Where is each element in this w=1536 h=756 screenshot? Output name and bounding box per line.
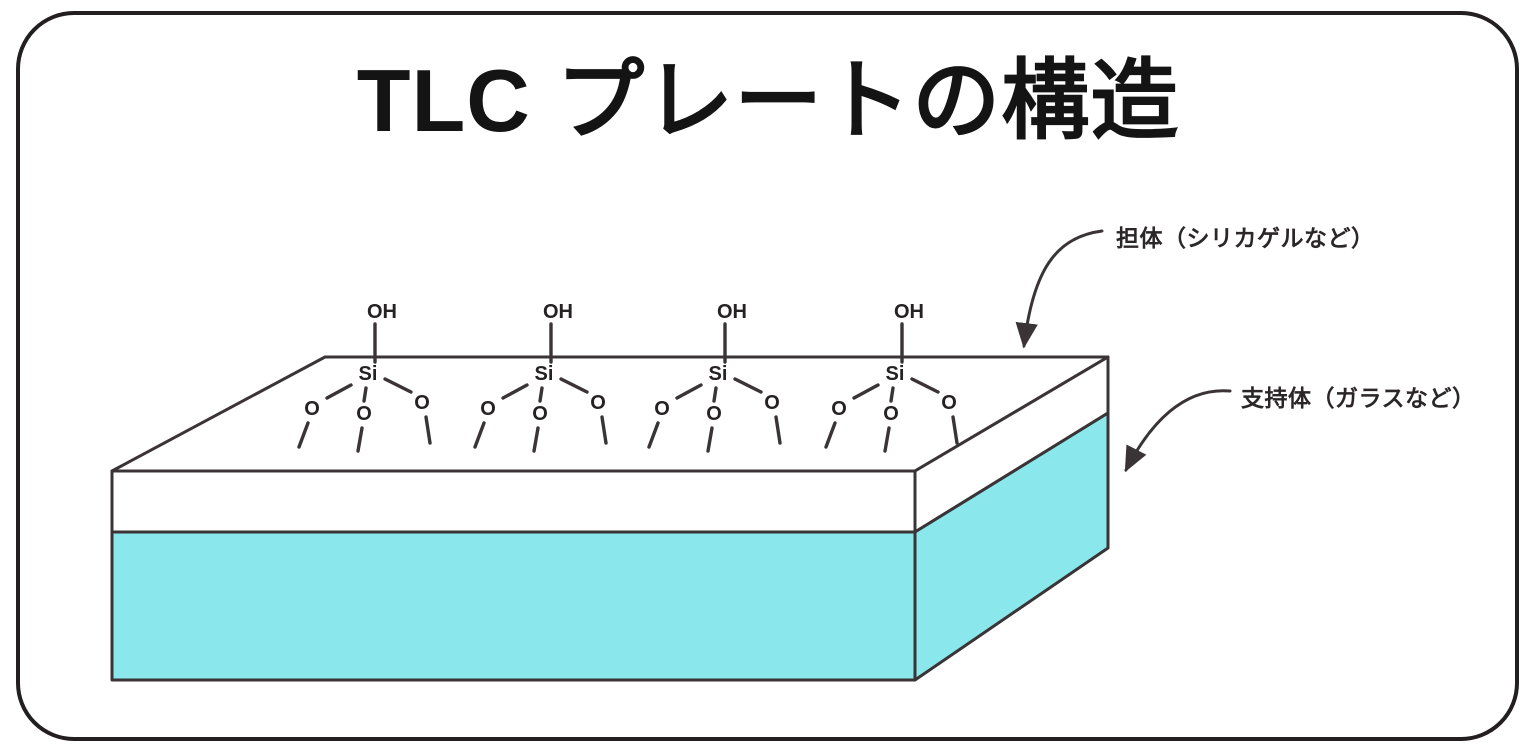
- silanol-group: OH SiO O O: [473, 301, 608, 453]
- arrow-to-carrier: [1015, 229, 1104, 349]
- si-o-bond: [383, 377, 413, 394]
- oxygen-label: O: [654, 398, 670, 420]
- hydroxyl-label: OH: [717, 301, 747, 323]
- o-dangling-bond: [824, 421, 837, 449]
- hydroxyl-label: OH: [894, 301, 924, 323]
- si-o-bond: [501, 383, 529, 400]
- si-o-bond: [538, 386, 544, 403]
- oxygen-label: O: [480, 398, 496, 420]
- si-o-bond: [362, 386, 368, 403]
- silicon-label: Si: [535, 363, 554, 385]
- hydroxyl-label: OH: [543, 301, 573, 323]
- o-dangling-bond: [706, 426, 714, 453]
- carrier-front-face: [110, 469, 917, 534]
- silanol-group: OH SiO O O: [297, 301, 432, 453]
- oxygen-label: O: [590, 392, 606, 414]
- oxygen-label: O: [831, 398, 847, 420]
- o-dangling-bond: [647, 421, 660, 449]
- outer-border: [16, 11, 1519, 741]
- si-o-bond: [889, 386, 895, 403]
- hydroxyl-label: OH: [367, 301, 397, 323]
- label-carrier: 担体（シリカゲルなど）: [1116, 225, 1375, 251]
- o-dangling-bond: [473, 421, 486, 449]
- o-dangling-bond: [297, 421, 310, 449]
- oxygen-label: O: [941, 392, 957, 414]
- oxygen-label: O: [883, 403, 899, 425]
- annotation-arrows: [1015, 229, 1232, 473]
- arrow-to-support: [1124, 389, 1232, 473]
- oxygen-label: O: [532, 403, 548, 425]
- support-front-face: [110, 530, 917, 682]
- o-dangling-bond: [774, 415, 782, 445]
- silanol-group: OH SiO O O: [647, 301, 782, 453]
- si-o-bond: [712, 386, 718, 403]
- si-o-bond: [733, 377, 763, 394]
- label-support: 支持体（ガラスなど）: [1241, 385, 1476, 411]
- oxygen-label: O: [706, 403, 722, 425]
- si-o-bond: [559, 377, 589, 394]
- oxygen-label: O: [304, 398, 320, 420]
- silanol-layer: OH SiO O O OH SiO O O OH SiO O O OH SiO O O: [297, 301, 959, 453]
- o-dangling-bond: [532, 426, 540, 453]
- si-o-bond: [910, 377, 940, 394]
- o-dangling-bond: [951, 415, 959, 445]
- oxygen-label: O: [356, 403, 372, 425]
- silanol-group: OH SiO O O: [824, 301, 959, 453]
- page-title: TLC プレートの構造: [356, 51, 1180, 150]
- o-dangling-bond: [356, 426, 364, 453]
- o-dangling-bond: [883, 426, 891, 453]
- o-dangling-bond: [600, 415, 608, 445]
- si-o-bond: [675, 383, 703, 400]
- si-o-bond: [852, 383, 880, 400]
- oxygen-label: O: [414, 392, 430, 414]
- silicon-label: Si: [709, 363, 728, 385]
- plate-slab: [110, 355, 1110, 682]
- oxygen-label: O: [764, 392, 780, 414]
- silicon-label: Si: [359, 363, 378, 385]
- silicon-label: Si: [886, 363, 905, 385]
- o-dangling-bond: [424, 415, 432, 445]
- si-o-bond: [325, 383, 353, 400]
